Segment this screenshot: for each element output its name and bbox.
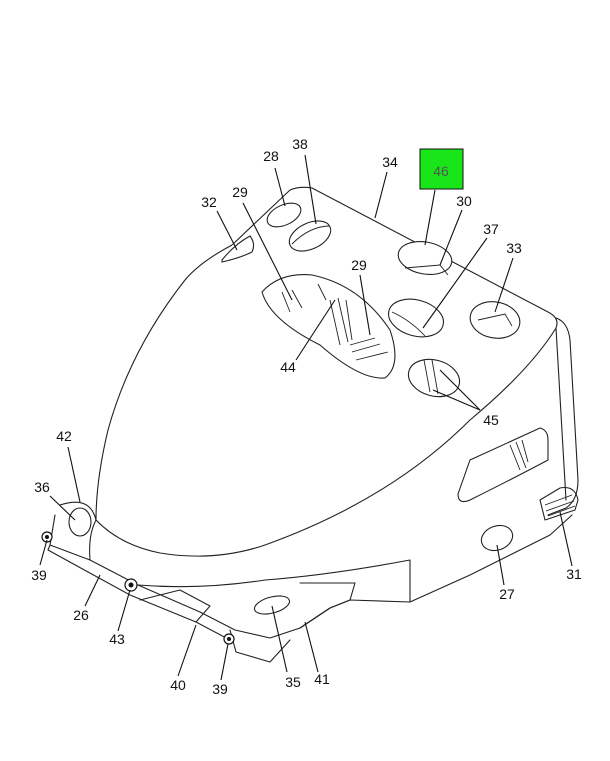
callout-38[interactable]: 38 [292,136,308,152]
callout-37[interactable]: 37 [483,221,499,237]
callout-44[interactable]: 44 [280,359,296,375]
center-opening [261,274,396,379]
hole-28 [266,202,302,228]
callout-29-right[interactable]: 29 [351,257,367,273]
callout-28[interactable]: 28 [263,148,279,164]
leader-lines [39,154,573,681]
callout-26[interactable]: 26 [73,607,89,623]
callout-31[interactable]: 31 [566,566,582,582]
hole-30 [397,241,453,275]
callout-33[interactable]: 33 [506,240,522,256]
hole-37 [388,298,444,338]
callout-39-right[interactable]: 39 [212,681,228,697]
deck-openings [68,202,521,615]
hole-36 [68,507,92,537]
fasteners [41,531,235,645]
callout-labels: 28 38 34 30 37 33 32 29 29 44 45 42 36 3… [31,136,582,697]
callout-27[interactable]: 27 [499,586,515,602]
callout-46[interactable]: 46 [433,163,449,179]
callout-35[interactable]: 35 [285,674,301,690]
hole-35 [253,595,291,615]
callout-40[interactable]: 40 [170,677,186,693]
callout-30[interactable]: 30 [456,193,472,209]
callout-45[interactable]: 45 [483,412,499,428]
hole-38 [288,220,332,252]
hole-27 [480,524,514,552]
highlight-box-46[interactable] [419,148,464,190]
callout-39-left[interactable]: 39 [31,567,47,583]
callout-29-left[interactable]: 29 [232,184,248,200]
callout-43[interactable]: 43 [109,631,125,647]
hole-45 [407,358,461,398]
callout-41[interactable]: 41 [314,671,330,687]
callout-42[interactable]: 42 [56,428,72,444]
callout-36[interactable]: 36 [34,479,50,495]
callout-34[interactable]: 34 [382,154,398,170]
callout-32[interactable]: 32 [201,194,217,210]
